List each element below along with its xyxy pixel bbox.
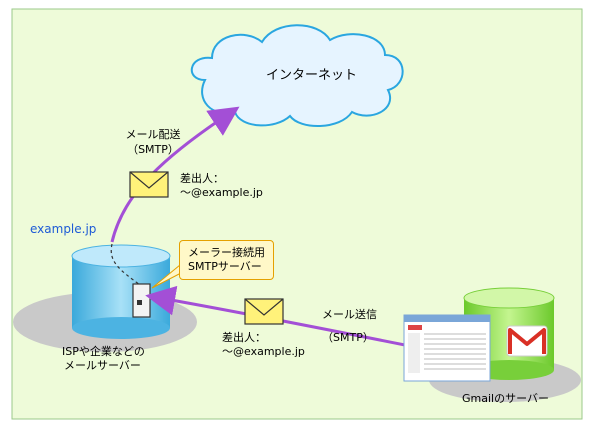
gmail-window-icon	[403, 314, 491, 382]
envelope-bottom-icon	[244, 298, 284, 325]
sender-bottom-label: 差出人：	[222, 331, 266, 344]
gmail-logo-icon	[506, 325, 548, 357]
relay-protocol: （SMTP）	[127, 143, 179, 156]
smtp-callout: メーラー接続用 SMTPサーバー	[179, 240, 274, 280]
relay-label: メール配送	[125, 128, 181, 141]
submit-arrow	[145, 285, 411, 348]
submit-label: メール送信	[322, 308, 377, 321]
callout-line1: メーラー接続用	[188, 246, 265, 259]
sender-bottom-address: ～@example.jp	[222, 345, 305, 358]
isp-server-line1: ISPや企業などの	[62, 345, 145, 358]
gmail-server-label: Gmailのサーバー	[462, 392, 549, 405]
callout-line2: SMTPサーバー	[188, 260, 262, 273]
sender-top-address: ～@example.jp	[180, 186, 263, 199]
domain-label: example.jp	[30, 222, 97, 236]
internet-cloud	[190, 24, 404, 128]
submit-protocol: （SMTP）	[322, 331, 374, 344]
isp-server-line2: メールサーバー	[64, 359, 141, 372]
envelope-top-icon	[129, 171, 169, 198]
smtp-server-icon	[132, 283, 151, 318]
internet-title: インターネット	[266, 68, 358, 83]
sender-top-label: 差出人：	[180, 172, 224, 185]
